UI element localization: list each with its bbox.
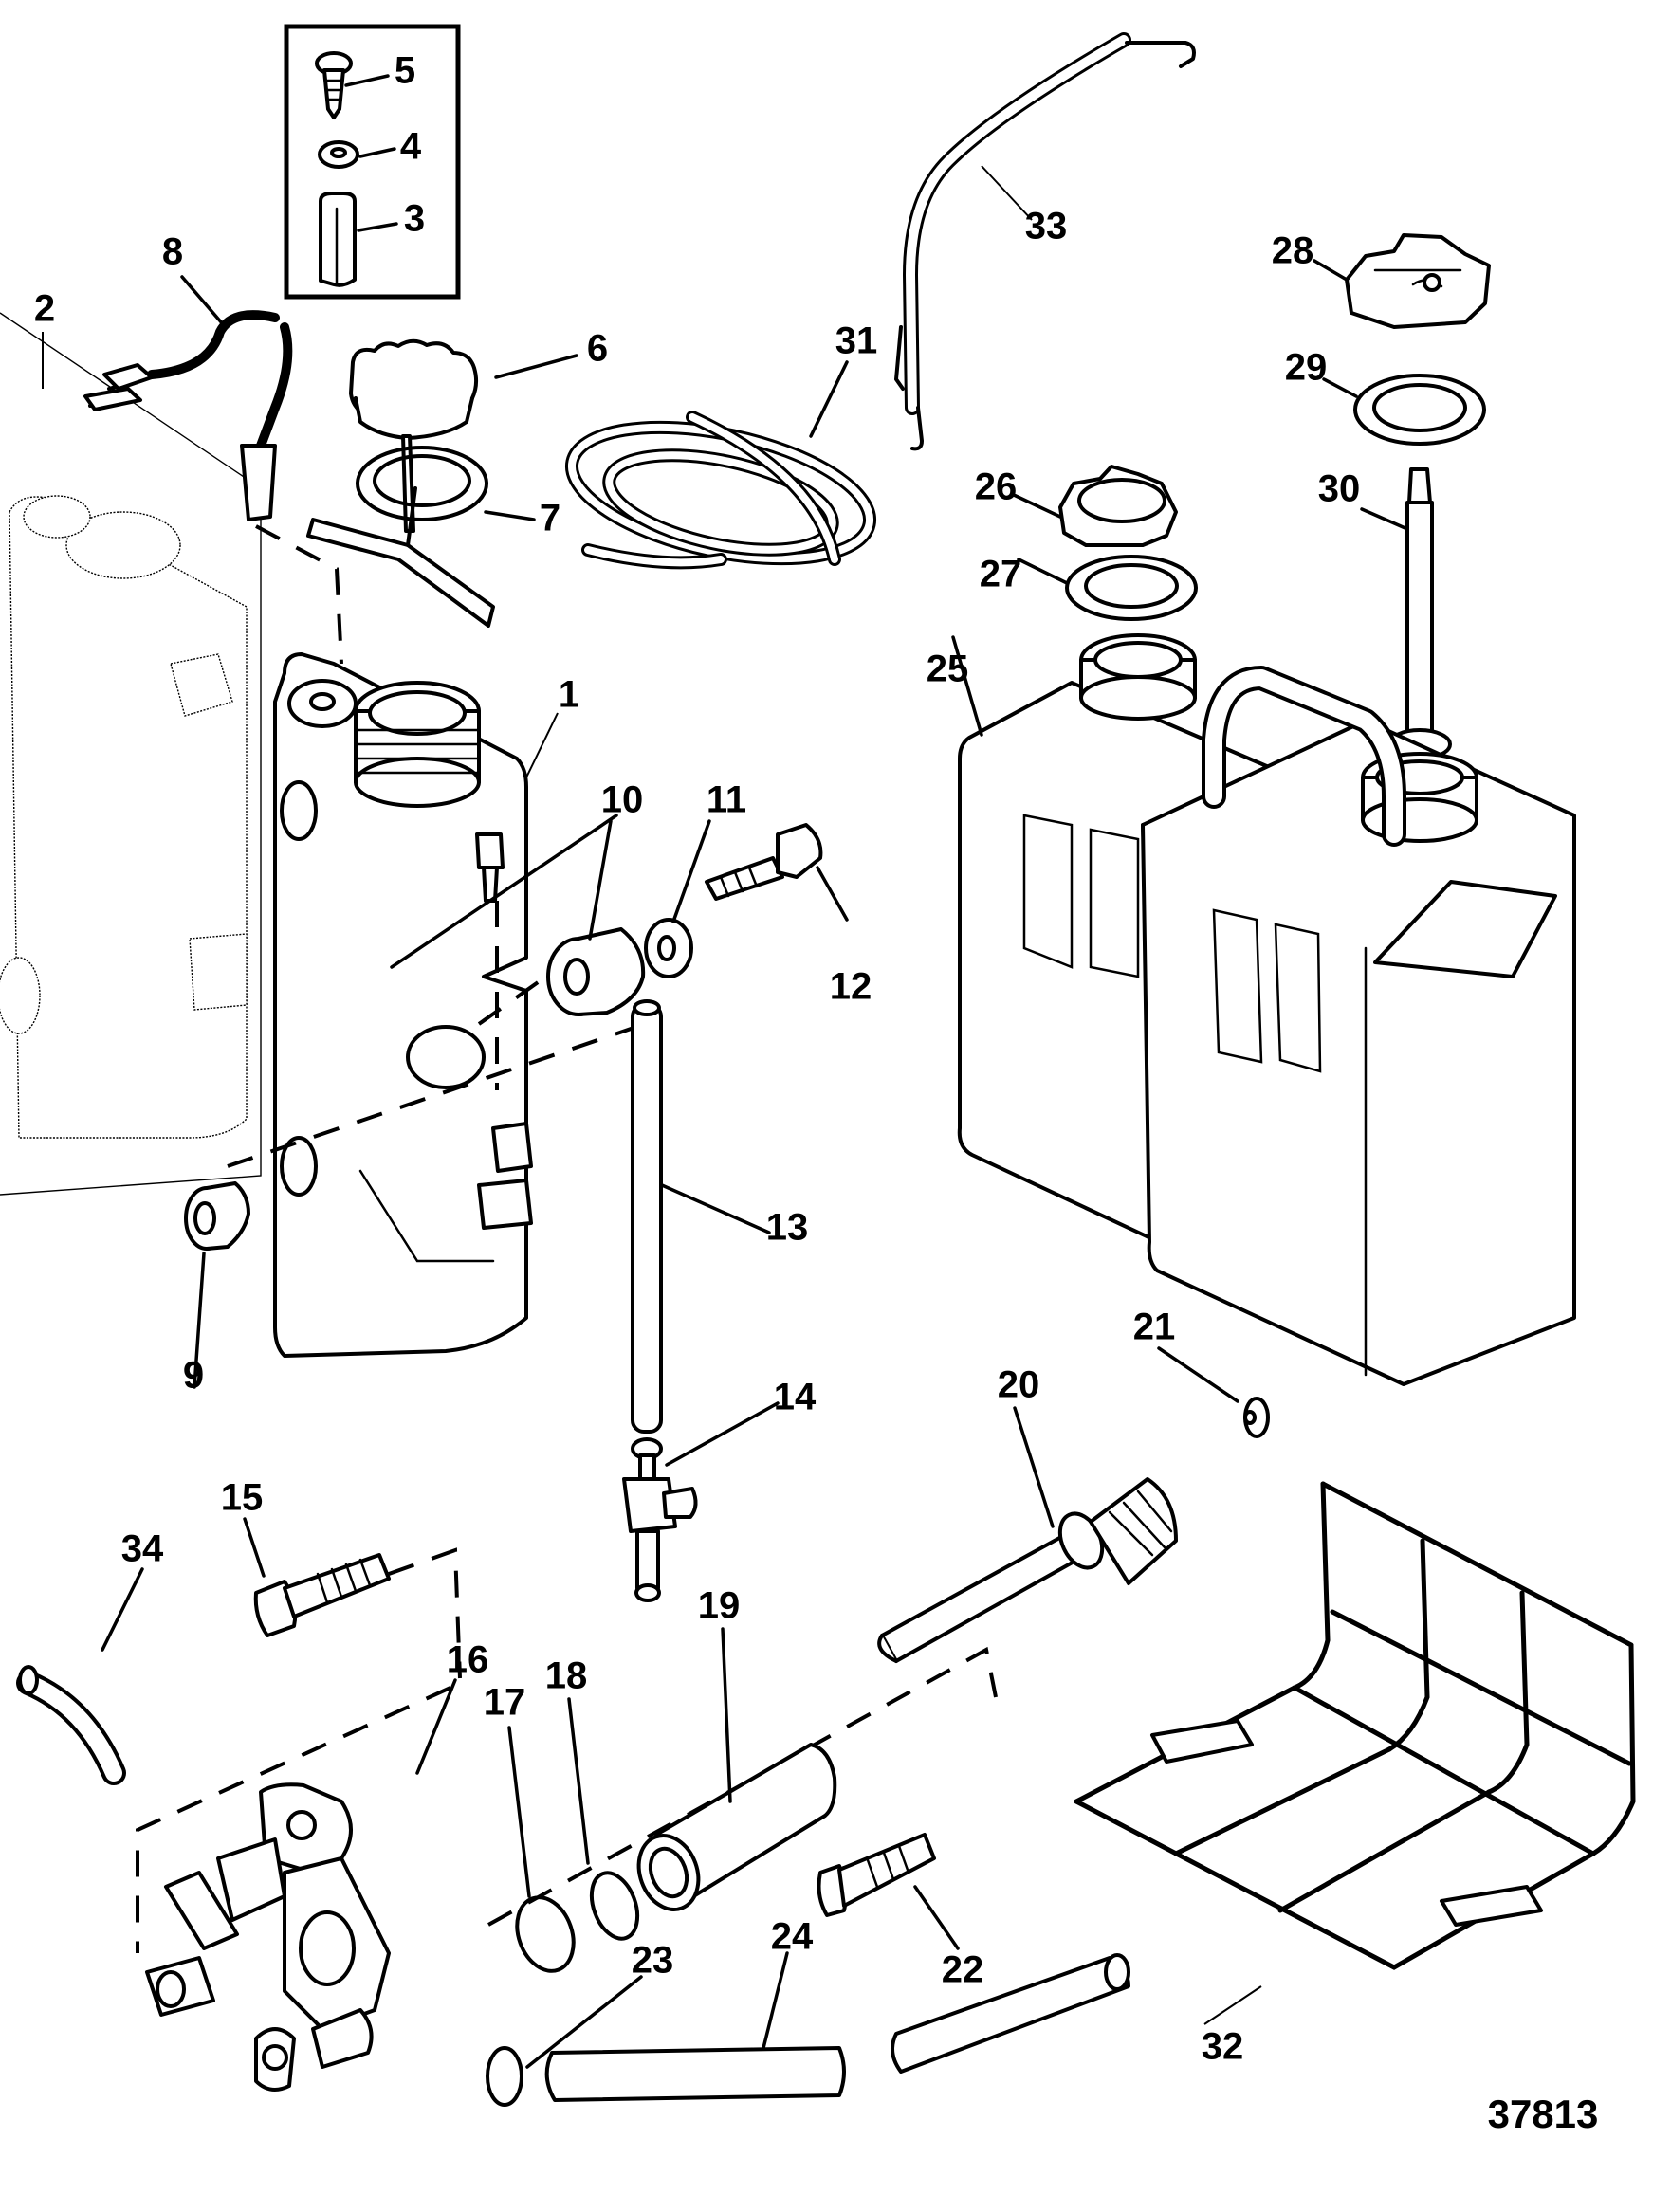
washer [318, 140, 359, 169]
assembly-line [136, 1547, 462, 1953]
callout-16: 16 [447, 1639, 489, 1681]
cap-gasket-retainer [306, 446, 495, 628]
callout-2: 2 [34, 288, 55, 330]
washer-11 [644, 918, 693, 978]
callout-32: 32 [1202, 2026, 1244, 2068]
grommet-9 [184, 1181, 250, 1251]
hose-clamp-23 [486, 2046, 523, 2107]
coiled-hose [564, 411, 877, 570]
callout-30: 30 [1318, 468, 1361, 510]
tank-gasket [1065, 555, 1198, 621]
remote-oil-tank [957, 633, 1576, 1386]
tank-bracket [1074, 1481, 1636, 1970]
callout-8: 8 [162, 231, 183, 273]
retainer-21 [1243, 1397, 1270, 1438]
callout-10: 10 [601, 779, 644, 821]
oil-reservoir [273, 652, 533, 1358]
callout-23: 23 [632, 1940, 674, 1982]
hose-24 [544, 1953, 1130, 2102]
pickup-tube [1387, 467, 1452, 760]
o-ring-18 [589, 1871, 640, 1941]
callout-31: 31 [836, 320, 878, 362]
bolt-15 [253, 1553, 391, 1637]
fitting-14 [622, 1437, 698, 1602]
driven-gear-shaft [877, 1477, 1178, 1663]
callout-1: 1 [559, 674, 579, 716]
screw [315, 51, 353, 119]
bushing-19 [636, 1743, 837, 1911]
reservoir-ghost-outline [0, 312, 262, 1196]
assembly-line [227, 1022, 646, 1168]
callout-33: 33 [1025, 206, 1068, 247]
o-ring-17 [515, 1895, 576, 1973]
sensor-wire-lead [83, 310, 293, 521]
assembly-line [255, 524, 343, 665]
callout-12: 12 [830, 966, 872, 1008]
bolt-12 [705, 823, 823, 901]
callout-7: 7 [540, 498, 560, 539]
callout-28: 28 [1272, 230, 1314, 272]
bolt-22 [817, 1833, 936, 1917]
callout-34: 34 [121, 1528, 164, 1570]
callout-4: 4 [400, 126, 422, 168]
pickup-cap [1345, 233, 1491, 329]
callout-3: 3 [404, 198, 425, 240]
figure-number: 37813 [1488, 2092, 1599, 2136]
hose-34 [16, 1665, 126, 1785]
assembly-line [487, 1646, 998, 1927]
callout-20: 20 [998, 1364, 1040, 1406]
callout-22: 22 [942, 1949, 984, 1991]
oil-pump [145, 1782, 391, 2092]
callout-labels: 1 2 3 4 5 6 7 8 9 10 11 12 13 14 15 16 1… [34, 50, 1360, 2068]
callout-25: 25 [927, 649, 969, 690]
tank-cap [1058, 465, 1178, 547]
hose-13 [631, 999, 663, 1434]
callout-9: 9 [183, 1355, 204, 1397]
reservoir-cap [349, 338, 479, 533]
sleeve [319, 192, 357, 287]
callout-29: 29 [1285, 347, 1328, 389]
callout-21: 21 [1133, 1307, 1176, 1348]
tie-down-strap [894, 32, 1196, 451]
callout-13: 13 [766, 1207, 809, 1249]
callout-11: 11 [707, 779, 746, 821]
inset-box [284, 24, 461, 300]
grommet-10 [546, 927, 646, 1016]
callout-5: 5 [395, 50, 415, 92]
callout-18: 18 [545, 1655, 588, 1697]
callout-24: 24 [771, 1916, 814, 1958]
callout-26: 26 [975, 466, 1018, 508]
assembly-line [477, 965, 561, 1026]
callout-14: 14 [774, 1377, 817, 1418]
callout-19: 19 [698, 1585, 741, 1627]
leader-lines [42, 74, 1409, 2069]
callout-27: 27 [980, 554, 1022, 595]
callout-6: 6 [587, 328, 608, 370]
callout-15: 15 [221, 1477, 264, 1519]
pickup-gasket [1353, 374, 1486, 446]
callout-17: 17 [484, 1682, 526, 1724]
